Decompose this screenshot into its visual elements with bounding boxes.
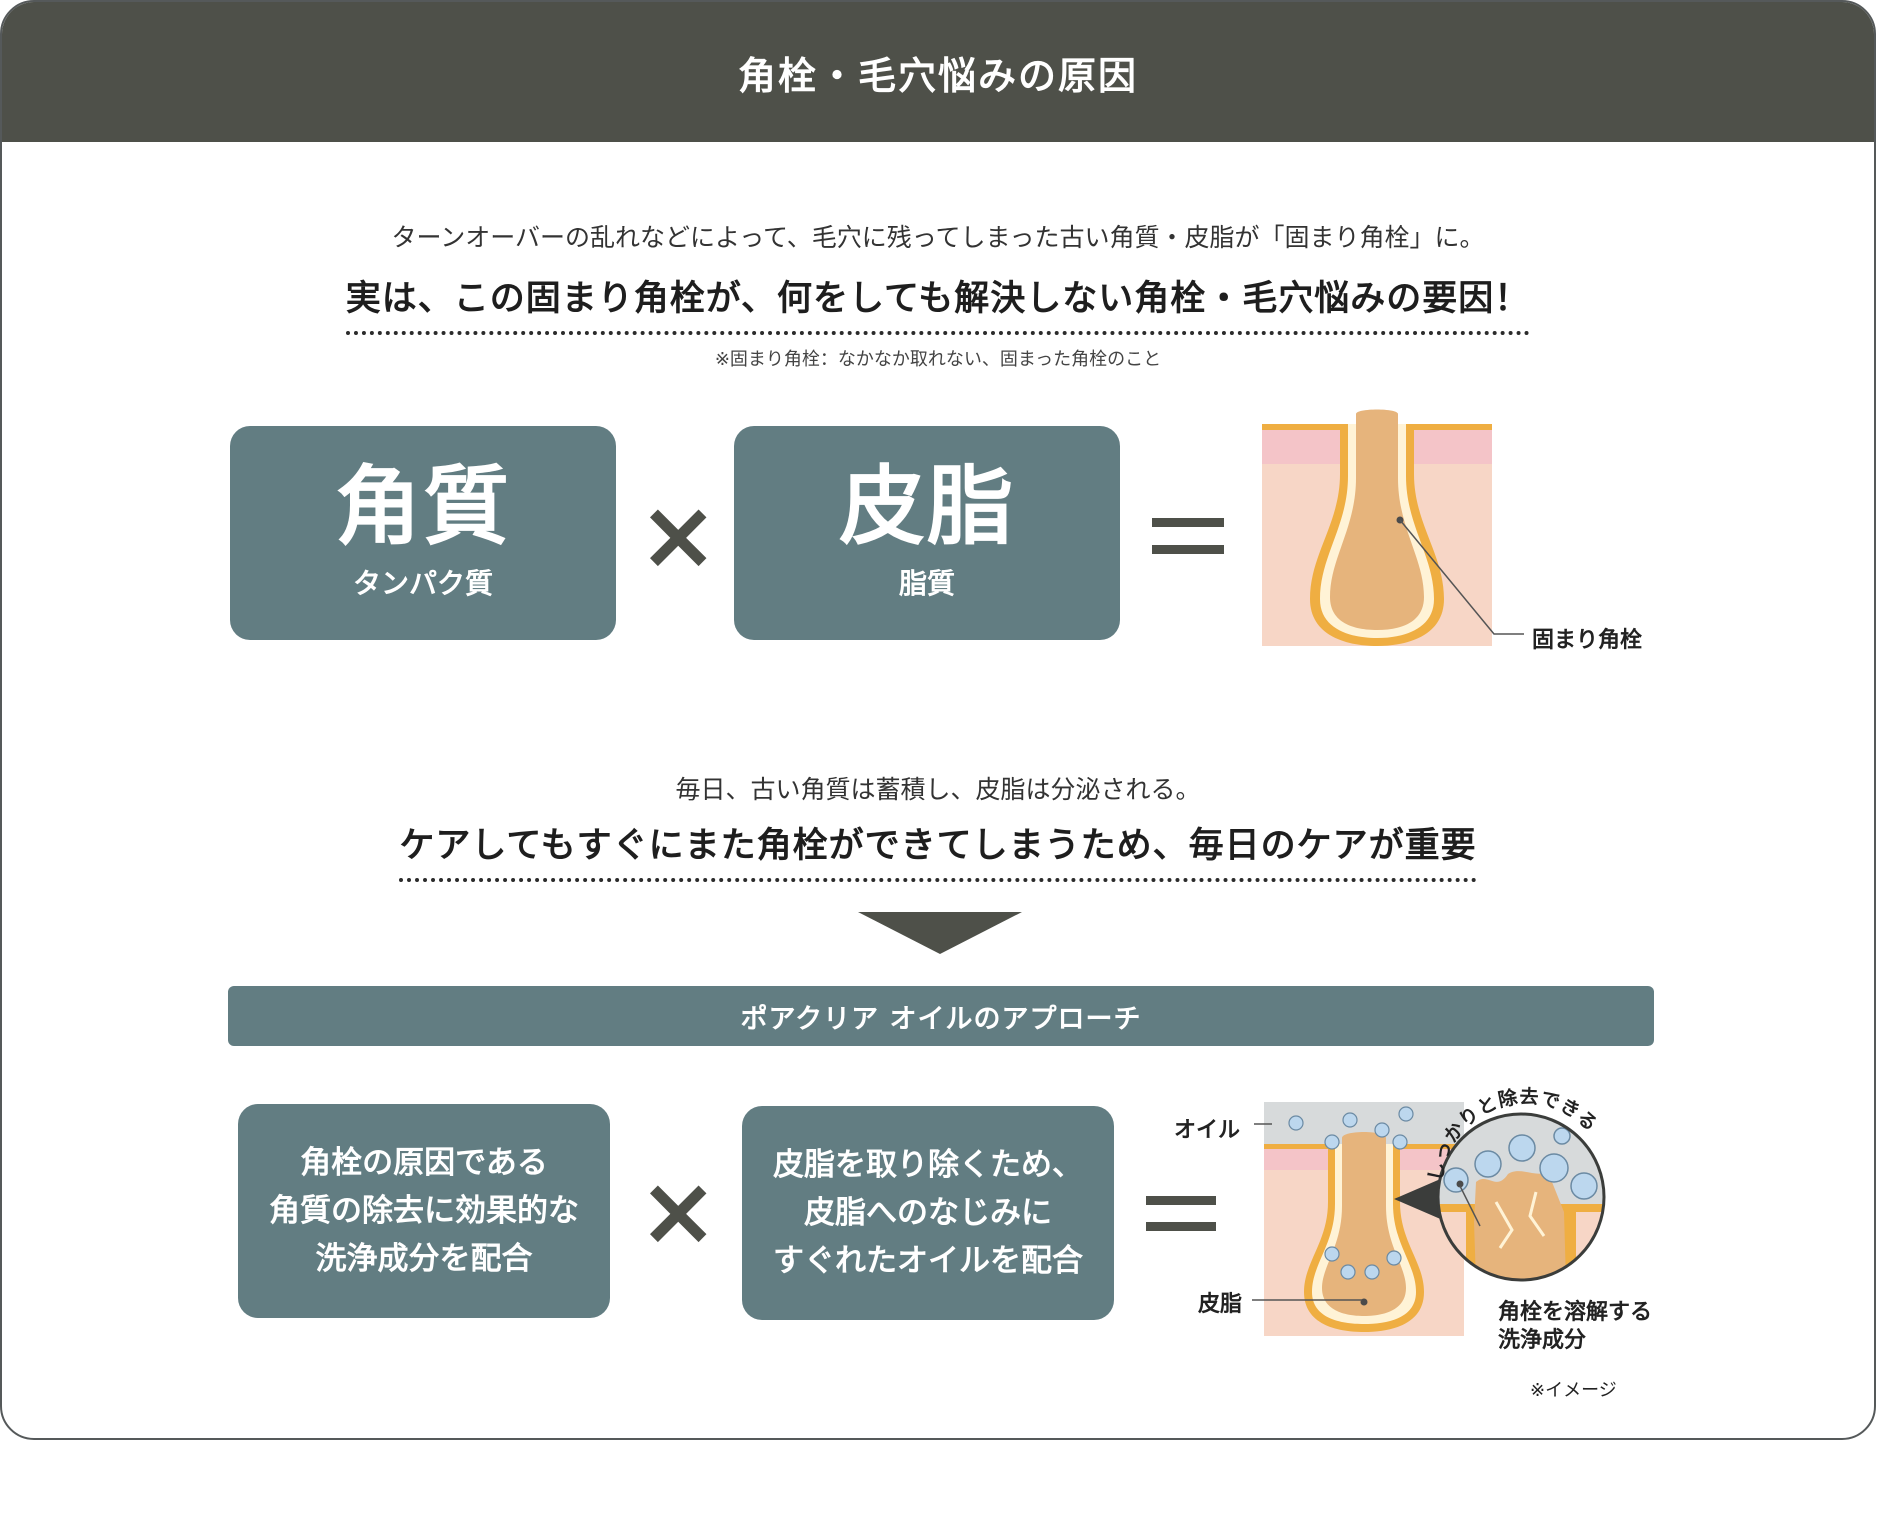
keratin-box: 角質 タンパク質 xyxy=(230,426,616,640)
cause-headline: 実は、この固まり角栓が、何をしても解決しない角栓・毛穴悩みの要因！ xyxy=(345,270,1531,335)
times-symbol: × xyxy=(638,479,719,591)
oil-line-2: 皮脂へのなじみに xyxy=(804,1195,1052,1231)
content-card: 角栓・毛穴悩みの原因 ターンオーバーの乱れなどによって、毛穴に残ってしまった古い… xyxy=(0,0,1876,1440)
pore-plug-illustration xyxy=(1262,409,1524,646)
sebum-label: 皮脂 xyxy=(1198,1292,1243,1317)
cause-footnote: ※固まり角栓：なかなか取れない、固まった角栓のこと xyxy=(714,349,1162,370)
cause-headline-wrap: 実は、この固まり角栓が、何をしても解決しない角栓・毛穴悩みの要因！ xyxy=(2,270,1874,335)
cleanser-line-1: 角栓の原因である xyxy=(300,1145,548,1181)
arc-caption: しっかりと除去できる xyxy=(1425,1085,1601,1183)
keratin-subtitle: タンパク質 xyxy=(352,567,493,600)
equals-symbol-2 xyxy=(1146,1196,1216,1231)
cleanser-box: 角栓の原因である 角質の除去に効果的な 洗浄成分を配合 xyxy=(238,1104,610,1318)
daily-intro: 毎日、古い角質は蓄積し、皮脂は分泌される。 xyxy=(675,775,1201,804)
cleanser-label-line-2: 洗浄成分 xyxy=(1498,1328,1587,1353)
cleanser-line-3: 洗浄成分を配合 xyxy=(315,1241,533,1277)
daily-headline-wrap: ケアしてもすぐにまた角栓ができてしまうため、毎日のケアが重要 xyxy=(2,817,1874,882)
approach-banner: ポアクリア オイルのアプローチ xyxy=(228,986,1654,1046)
sebum-subtitle: 脂質 xyxy=(898,567,955,600)
leader-lines xyxy=(1252,1123,1481,1301)
oil-box: 皮脂を取り除くため、 皮脂へのなじみに すぐれたオイルを配合 xyxy=(742,1106,1114,1320)
image-note: ※イメージ xyxy=(1530,1380,1617,1401)
sebum-box: 皮脂 脂質 xyxy=(734,426,1120,640)
keratin-title: 角質 xyxy=(335,457,511,557)
equals-symbol xyxy=(1152,518,1224,554)
cleanser-line-2: 角質の除去に効果的な xyxy=(269,1193,579,1229)
page-header: 角栓・毛穴悩みの原因 xyxy=(2,2,1874,142)
page-title: 角栓・毛穴悩みの原因 xyxy=(737,53,1138,98)
oil-label: オイル xyxy=(1174,1118,1241,1143)
daily-headline: ケアしてもすぐにまた角栓ができてしまうため、毎日のケアが重要 xyxy=(399,817,1477,882)
down-arrow-icon xyxy=(858,912,1022,954)
sebum-title: 皮脂 xyxy=(839,457,1015,557)
hardened-plug-label: 固まり角栓 xyxy=(1532,628,1643,653)
cause-intro: ターンオーバーの乱れなどによって、毛穴に残ってしまった古い角質・皮脂が「固まり角… xyxy=(391,223,1485,252)
times-symbol-2: × xyxy=(638,1155,719,1267)
cleanser-label-line-1: 角栓を溶解する xyxy=(1498,1300,1653,1325)
oil-pore-illustration xyxy=(1264,1102,1464,1336)
oil-line-3: すぐれたオイルを配合 xyxy=(773,1243,1083,1279)
oil-line-1: 皮脂を取り除くため、 xyxy=(773,1147,1083,1183)
